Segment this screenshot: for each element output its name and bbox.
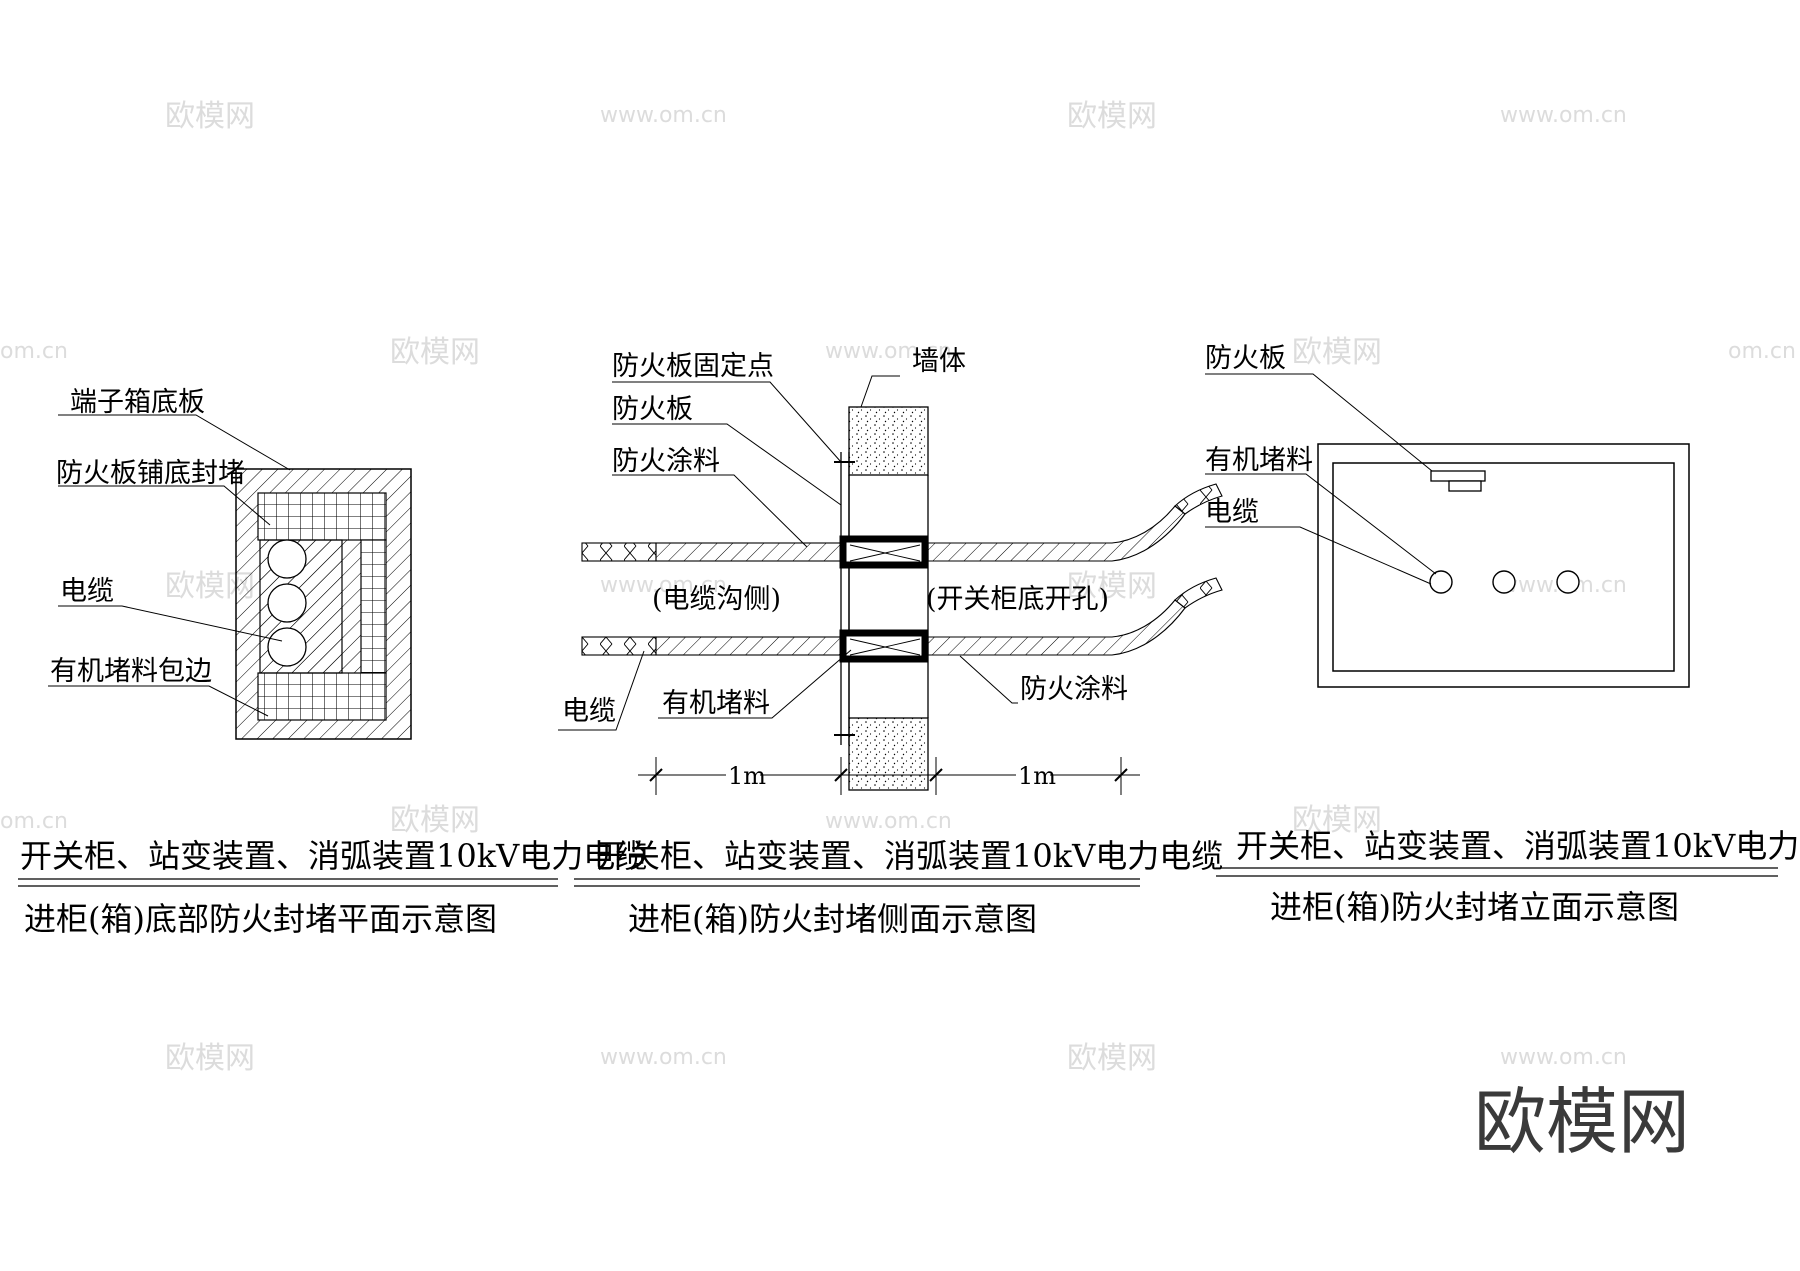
watermark-brand: 欧模网 [1067, 569, 1157, 604]
watermark-layer: 欧模网 www.om.cn 欧模网 www.om.cn om.cn 欧模网 ww… [0, 99, 1796, 1076]
label-fireboard: 防火板 [612, 394, 693, 425]
cable-bare-segment [1174, 577, 1223, 609]
watermark-brand: 欧模网 [165, 99, 255, 134]
fireboard-grid-seal [257, 492, 387, 721]
cable-bare-segment [581, 542, 657, 562]
fireboard-bracket-symbol [1430, 470, 1486, 492]
cable-circle [267, 627, 307, 667]
watermark-url: om.cn [0, 809, 68, 834]
organic-putty-plug [839, 629, 929, 663]
watermark-url: www.om.cn [825, 809, 952, 834]
dimension-lines [638, 757, 1140, 795]
label-fireboard: 防火板 [1205, 343, 1286, 374]
watermark-brand: 欧模网 [1067, 1041, 1157, 1076]
label-terminal-box-bottom: 端子箱底板 [70, 387, 205, 418]
organic-putty-plug [839, 535, 929, 569]
fire-coating-segment [927, 505, 1186, 562]
label-wall: 墙体 [912, 346, 966, 377]
cable-lower [581, 577, 1223, 663]
watermark-brand: 欧模网 [390, 803, 480, 838]
watermark-brand: 欧模网 [1067, 99, 1157, 134]
plan-view: 端子箱底板 防火板铺底封堵 电缆 有机堵料包边 开关柜、站变装置、消弧装置10k… [18, 387, 647, 938]
cabinet-inner-frame [1332, 462, 1675, 672]
cable-hole [1429, 570, 1453, 594]
dim-text-mask [726, 762, 760, 788]
cable-sealing-pocket [259, 539, 343, 674]
wall-block-bottom [848, 717, 929, 791]
dimension-left: 1m [728, 762, 766, 790]
elevation-caption-line2: 进柜(箱)防火封堵立面示意图 [1270, 888, 1679, 926]
label-organic-putty: 有机堵料 [662, 688, 770, 719]
side-caption-line1: 开关柜、站变装置、消弧装置10kV电力电缆 [596, 837, 1223, 875]
watermark-url: om.cn [1728, 339, 1796, 364]
cable-circle [267, 539, 307, 579]
label-fire-coating: 防火涂料 [612, 446, 720, 477]
plan-caption-line2: 进柜(箱)底部防火封堵平面示意图 [24, 900, 497, 938]
dimension-right: 1m [1018, 762, 1056, 790]
plan-leaders [48, 414, 291, 717]
cable-bare-segment [581, 636, 657, 656]
watermark-url: www.om.cn [600, 573, 727, 598]
dim-text-mask [1016, 762, 1050, 788]
label-fireboard-sealing: 防火板铺底封堵 [56, 458, 245, 489]
cable-upper [581, 483, 1223, 569]
watermark-brand: 欧模网 [1292, 803, 1382, 838]
brand-logo: 欧模网 [1474, 1080, 1690, 1164]
label-organic-putty: 有机堵料 [1205, 445, 1313, 476]
watermark-url: www.om.cn [1500, 1045, 1627, 1070]
label-cabinet-hole: (开关柜底开孔) [926, 584, 1109, 615]
wall-block-top [848, 406, 929, 476]
watermark-brand: 欧模网 [1292, 335, 1382, 370]
cable-hole [1556, 570, 1580, 594]
label-organic-putty-edge: 有机堵料包边 [50, 656, 212, 687]
side-view: 防火板固定点 墙体 防火板 防火涂料 (电缆沟侧) (开关柜底开孔) 电缆 有机… [558, 346, 1223, 938]
label-fire-coating: 防火涂料 [1020, 674, 1128, 705]
side-caption-line2: 进柜(箱)防火封堵侧面示意图 [628, 900, 1037, 938]
label-fireboard-fix-point: 防火板固定点 [612, 351, 774, 382]
cable-hole [1492, 570, 1516, 594]
cable-circle [267, 583, 307, 623]
elevation-caption-line1: 开关柜、站变装置、消弧装置10kV电力电缆 [1236, 827, 1800, 865]
elevation-leaders [1205, 373, 1437, 585]
side-leaders [558, 375, 1018, 731]
fire-coating-segment [655, 542, 842, 562]
watermark-url: om.cn [0, 339, 68, 364]
label-trench-side: (电缆沟侧) [652, 584, 781, 615]
plan-caption-line1: 开关柜、站变装置、消弧装置10kV电力电缆 [20, 837, 647, 875]
cabinet-outer-frame [1317, 443, 1690, 688]
label-cable: 电缆 [1205, 497, 1259, 528]
elevation-view: 防火板 有机堵料 电缆 开关柜、站变装置、消弧装置10kV电力电缆 进柜(箱)防… [1205, 343, 1800, 926]
watermark-url: www.om.cn [600, 103, 727, 128]
cable-bare-segment [1174, 483, 1223, 515]
label-cable: 电缆 [60, 576, 114, 607]
watermark-brand: 欧模网 [165, 1041, 255, 1076]
watermark-brand: 欧模网 [390, 335, 480, 370]
watermark-url: www.om.cn [825, 339, 952, 364]
watermark-url: www.om.cn [600, 1045, 727, 1070]
watermark-url: www.om.cn [1500, 103, 1627, 128]
fire-coating-segment [655, 636, 842, 656]
label-cable: 电缆 [562, 696, 616, 727]
